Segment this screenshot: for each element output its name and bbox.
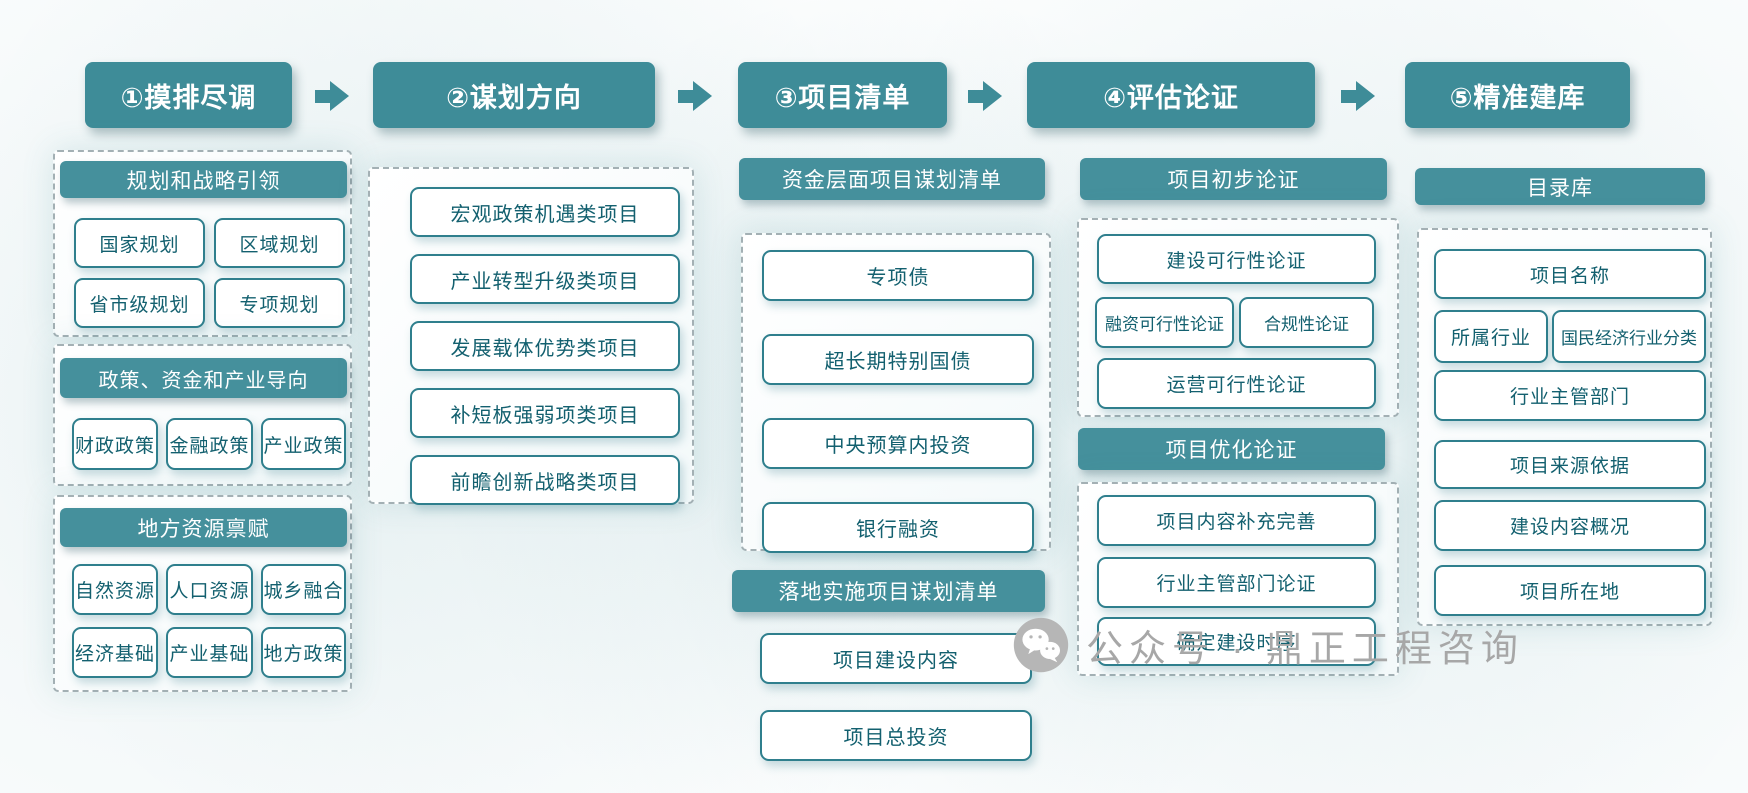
arrow-right-icon (315, 81, 349, 111)
item-natural-resources: 自然资源 (72, 564, 158, 615)
arrow-right-icon (678, 81, 712, 111)
item-bank-financing: 银行融资 (762, 502, 1034, 553)
item-shortboard-strengthening: 补短板强弱项类项目 (410, 388, 680, 438)
item-project-construction-content: 项目建设内容 (760, 633, 1032, 684)
item-national-plan: 国家规划 (74, 218, 205, 268)
step-3-project-list: ③项目清单 (738, 62, 947, 128)
header-catalog-library: 目录库 (1415, 168, 1705, 205)
item-fiscal-policy: 财政政策 (72, 418, 158, 470)
header-fund-level-project-list: 资金层面项目谋划清单 (739, 158, 1045, 200)
item-construction-sequence: 确定建设时序 (1097, 617, 1376, 666)
item-macro-policy-opportunity: 宏观政策机遇类项目 (410, 187, 680, 237)
item-development-carrier-advantage: 发展载体优势类项目 (410, 321, 680, 371)
wechat-icon (1012, 616, 1070, 674)
item-forward-innovation-strategy: 前瞻创新战略类项目 (410, 455, 680, 505)
item-industry-transform-upgrade: 产业转型升级类项目 (410, 254, 680, 304)
item-regional-plan: 区域规划 (214, 218, 345, 268)
item-content-supplement: 项目内容补充完善 (1097, 495, 1376, 546)
watermark-text: 公众号 · 鼎正工程咨询 (1086, 628, 1524, 669)
item-national-economy-industry-class: 国民经济行业分类 (1552, 310, 1706, 363)
item-project-name: 项目名称 (1434, 249, 1706, 299)
watermark: 公众号 · 鼎正工程咨询 (1012, 616, 1524, 674)
item-project-location: 项目所在地 (1434, 565, 1706, 616)
arrow-right-icon (968, 81, 1002, 111)
item-financial-policy: 金融政策 (166, 418, 253, 470)
group-planning-strategy-guidance: 规划和战略引领 国家规划 区域规划 省市级规划 专项规划 (53, 150, 352, 337)
step-4-evaluation: ④评估论证 (1027, 62, 1315, 128)
item-industrial-base: 产业基础 (166, 627, 253, 678)
item-industry-authority-review: 行业主管部门论证 (1097, 557, 1376, 608)
item-project-total-investment: 项目总投资 (760, 710, 1032, 761)
item-financing-feasibility: 融资可行性论证 (1095, 297, 1234, 348)
step-1-survey-due-diligence: ①摸排尽调 (85, 62, 292, 128)
item-population-resources: 人口资源 (166, 564, 253, 615)
group-preliminary-review: 建设可行性论证 融资可行性论证 合规性论证 运营可行性论证 (1077, 218, 1399, 417)
item-economic-base: 经济基础 (72, 627, 158, 678)
item-urban-rural-integration: 城乡融合 (261, 564, 346, 615)
item-operation-feasibility: 运营可行性论证 (1097, 358, 1376, 409)
step-5-database-building: ⑤精准建库 (1405, 62, 1630, 128)
group-header: 地方资源禀赋 (60, 508, 347, 547)
item-industry-authority: 行业主管部门 (1434, 370, 1706, 421)
item-local-policy: 地方政策 (261, 627, 346, 678)
item-provincial-city-plan: 省市级规划 (74, 278, 205, 328)
group-header: 规划和战略引领 (60, 161, 347, 198)
item-project-source-basis: 项目来源依据 (1434, 440, 1706, 489)
step-2-planning-direction: ②谋划方向 (373, 62, 655, 128)
item-special-bonds: 专项债 (762, 250, 1034, 301)
group-planning-direction-items: 宏观政策机遇类项目 产业转型升级类项目 发展载体优势类项目 补短板强弱项类项目 … (368, 167, 694, 505)
group-fund-level-project-list: 专项债 超长期特别国债 中央预算内投资 银行融资 (741, 233, 1051, 553)
group-policy-fund-industry: 政策、资金和产业导向 财政政策 金融政策 产业政策 (53, 344, 352, 486)
group-header: 政策、资金和产业导向 (60, 358, 347, 398)
group-optimization-review: 项目内容补充完善 行业主管部门论证 确定建设时序 (1077, 482, 1399, 676)
header-optimization-review: 项目优化论证 (1078, 428, 1385, 470)
item-industry-category: 所属行业 (1434, 310, 1548, 363)
item-construction-content-overview: 建设内容概况 (1434, 500, 1706, 551)
arrow-right-icon (1341, 81, 1375, 111)
item-ultra-long-treasury-bonds: 超长期特别国债 (762, 334, 1034, 385)
item-central-budget-investment: 中央预算内投资 (762, 418, 1034, 469)
item-special-plan: 专项规划 (214, 278, 345, 328)
item-construction-feasibility: 建设可行性论证 (1097, 234, 1376, 284)
header-implementation-project-list: 落地实施项目谋划清单 (732, 570, 1045, 612)
group-catalog-library: 项目名称 所属行业 国民经济行业分类 行业主管部门 项目来源依据 建设内容概况 … (1417, 228, 1712, 626)
header-preliminary-review: 项目初步论证 (1080, 158, 1387, 200)
item-compliance-review: 合规性论证 (1239, 297, 1374, 348)
group-local-resource-endowment: 地方资源禀赋 自然资源 人口资源 城乡融合 经济基础 产业基础 地方政策 (53, 495, 352, 692)
item-industrial-policy: 产业政策 (261, 418, 346, 470)
